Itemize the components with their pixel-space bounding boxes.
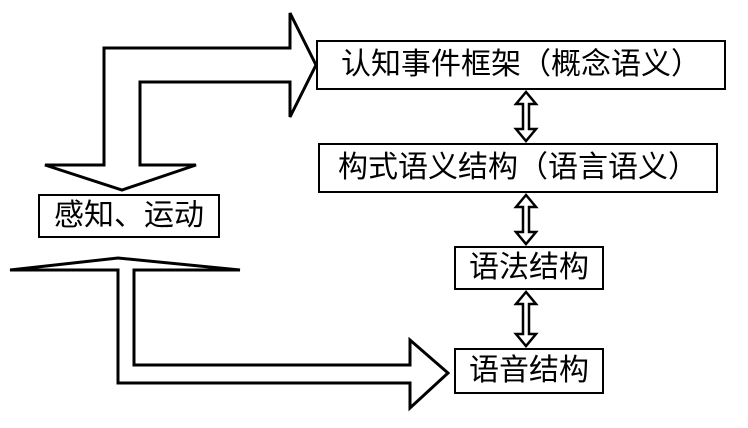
- construction-semantics-label: 构式语义结构（语言语义）: [338, 150, 698, 185]
- double-arrow-syntax-phonetic: [513, 290, 539, 348]
- syntactic-structure-box: 语法结构: [454, 246, 604, 290]
- phonetic-structure-label: 语音结构: [469, 353, 589, 388]
- syntactic-structure-label: 语法结构: [469, 250, 589, 285]
- arrow-perception-to-cognitive: [44, 12, 318, 192]
- construction-semantics-box: 构式语义结构（语言语义）: [318, 143, 718, 193]
- arrow-phonetic-to-perception: [9, 256, 451, 412]
- phonetic-structure-box: 语音结构: [454, 348, 604, 394]
- perception-motion-label: 感知、运动: [54, 198, 204, 233]
- perception-motion-box: 感知、运动: [38, 194, 220, 238]
- double-arrow-construction-syntax: [513, 193, 539, 246]
- cognitive-event-frame-box: 认知事件框架（概念语义）: [316, 40, 726, 90]
- double-arrow-cognitive-construction: [513, 90, 539, 143]
- cognitive-event-frame-label: 认知事件框架（概念语义）: [341, 47, 701, 82]
